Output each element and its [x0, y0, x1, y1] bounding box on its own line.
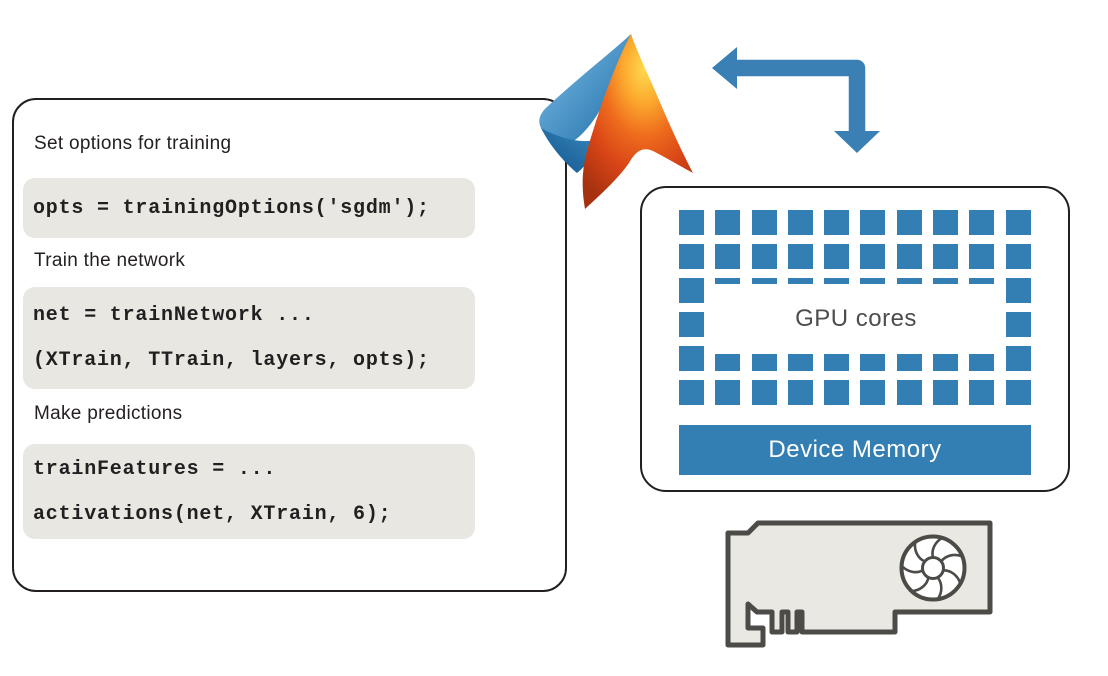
gpu-core-square [787, 210, 813, 235]
gpu-core-square [824, 244, 850, 269]
gpu-core-square [751, 380, 777, 405]
gpu-core-square [1005, 244, 1031, 269]
gpu-core-square [1005, 210, 1031, 235]
gpu-core-square [969, 380, 995, 405]
transfer-arrow-icon [712, 47, 880, 153]
fan-icon [899, 534, 967, 602]
gpu-core-square [860, 244, 886, 269]
section-label-train-network: Train the network [34, 250, 186, 271]
code-line: (XTrain, TTrain, layers, opts); [33, 349, 430, 372]
gpu-panel: GPU cores Device Memory [640, 186, 1070, 492]
section-label-set-options: Set options for training [34, 133, 232, 154]
gpu-core-square [1005, 312, 1031, 337]
gpu-core-square [824, 210, 850, 235]
gpu-core-square [896, 244, 922, 269]
gpu-core-square [1005, 380, 1031, 405]
section-label-make-predictions: Make predictions [34, 403, 183, 424]
gpu-core-square [679, 380, 704, 405]
gpu-core-square [969, 244, 995, 269]
gpu-core-square [679, 346, 704, 371]
gpu-core-square [715, 244, 741, 269]
matlab-code-panel: Set options for training opts = training… [12, 98, 567, 592]
code-block-predictions: trainFeatures = ... activations(net, XTr… [23, 444, 475, 539]
gpu-core-square [933, 244, 959, 269]
gpu-core-square [751, 210, 777, 235]
gpu-core-square [896, 210, 922, 235]
gpu-core-square [751, 244, 777, 269]
gpu-core-square [679, 312, 704, 337]
gpu-core-square [860, 380, 886, 405]
code-block-training-options: opts = trainingOptions('sgdm'); [23, 178, 475, 238]
gpu-core-square [969, 210, 995, 235]
code-line: opts = trainingOptions('sgdm'); [33, 196, 430, 220]
gpu-core-square [824, 380, 850, 405]
graphics-card-icon [725, 520, 993, 648]
gpu-core-square [933, 380, 959, 405]
gpu-core-square [787, 244, 813, 269]
device-memory-label: Device Memory [768, 436, 942, 463]
gpu-core-square [860, 210, 886, 235]
gpu-core-square [715, 210, 741, 235]
gpu-cores-label: GPU cores [795, 305, 917, 332]
gpu-core-square [896, 380, 922, 405]
gpu-core-square [787, 380, 813, 405]
code-line: trainFeatures = ... [33, 457, 277, 481]
device-memory-bar: Device Memory [679, 425, 1031, 475]
gpu-core-square [715, 380, 741, 405]
gpu-core-square [933, 210, 959, 235]
gpu-core-square [1005, 278, 1031, 303]
gpu-core-square [1005, 346, 1031, 371]
gpu-core-square [679, 210, 704, 235]
code-block-train-network: net = trainNetwork ... (XTrain, TTrain, … [23, 287, 475, 389]
matlab-logo-icon [539, 34, 693, 209]
gpu-core-square [679, 278, 704, 303]
code-line: activations(net, XTrain, 6); [33, 502, 392, 526]
gpu-cores-label-box: GPU cores [711, 284, 1001, 354]
code-line: net = trainNetwork ... [33, 304, 315, 327]
gpu-core-square [679, 244, 704, 269]
